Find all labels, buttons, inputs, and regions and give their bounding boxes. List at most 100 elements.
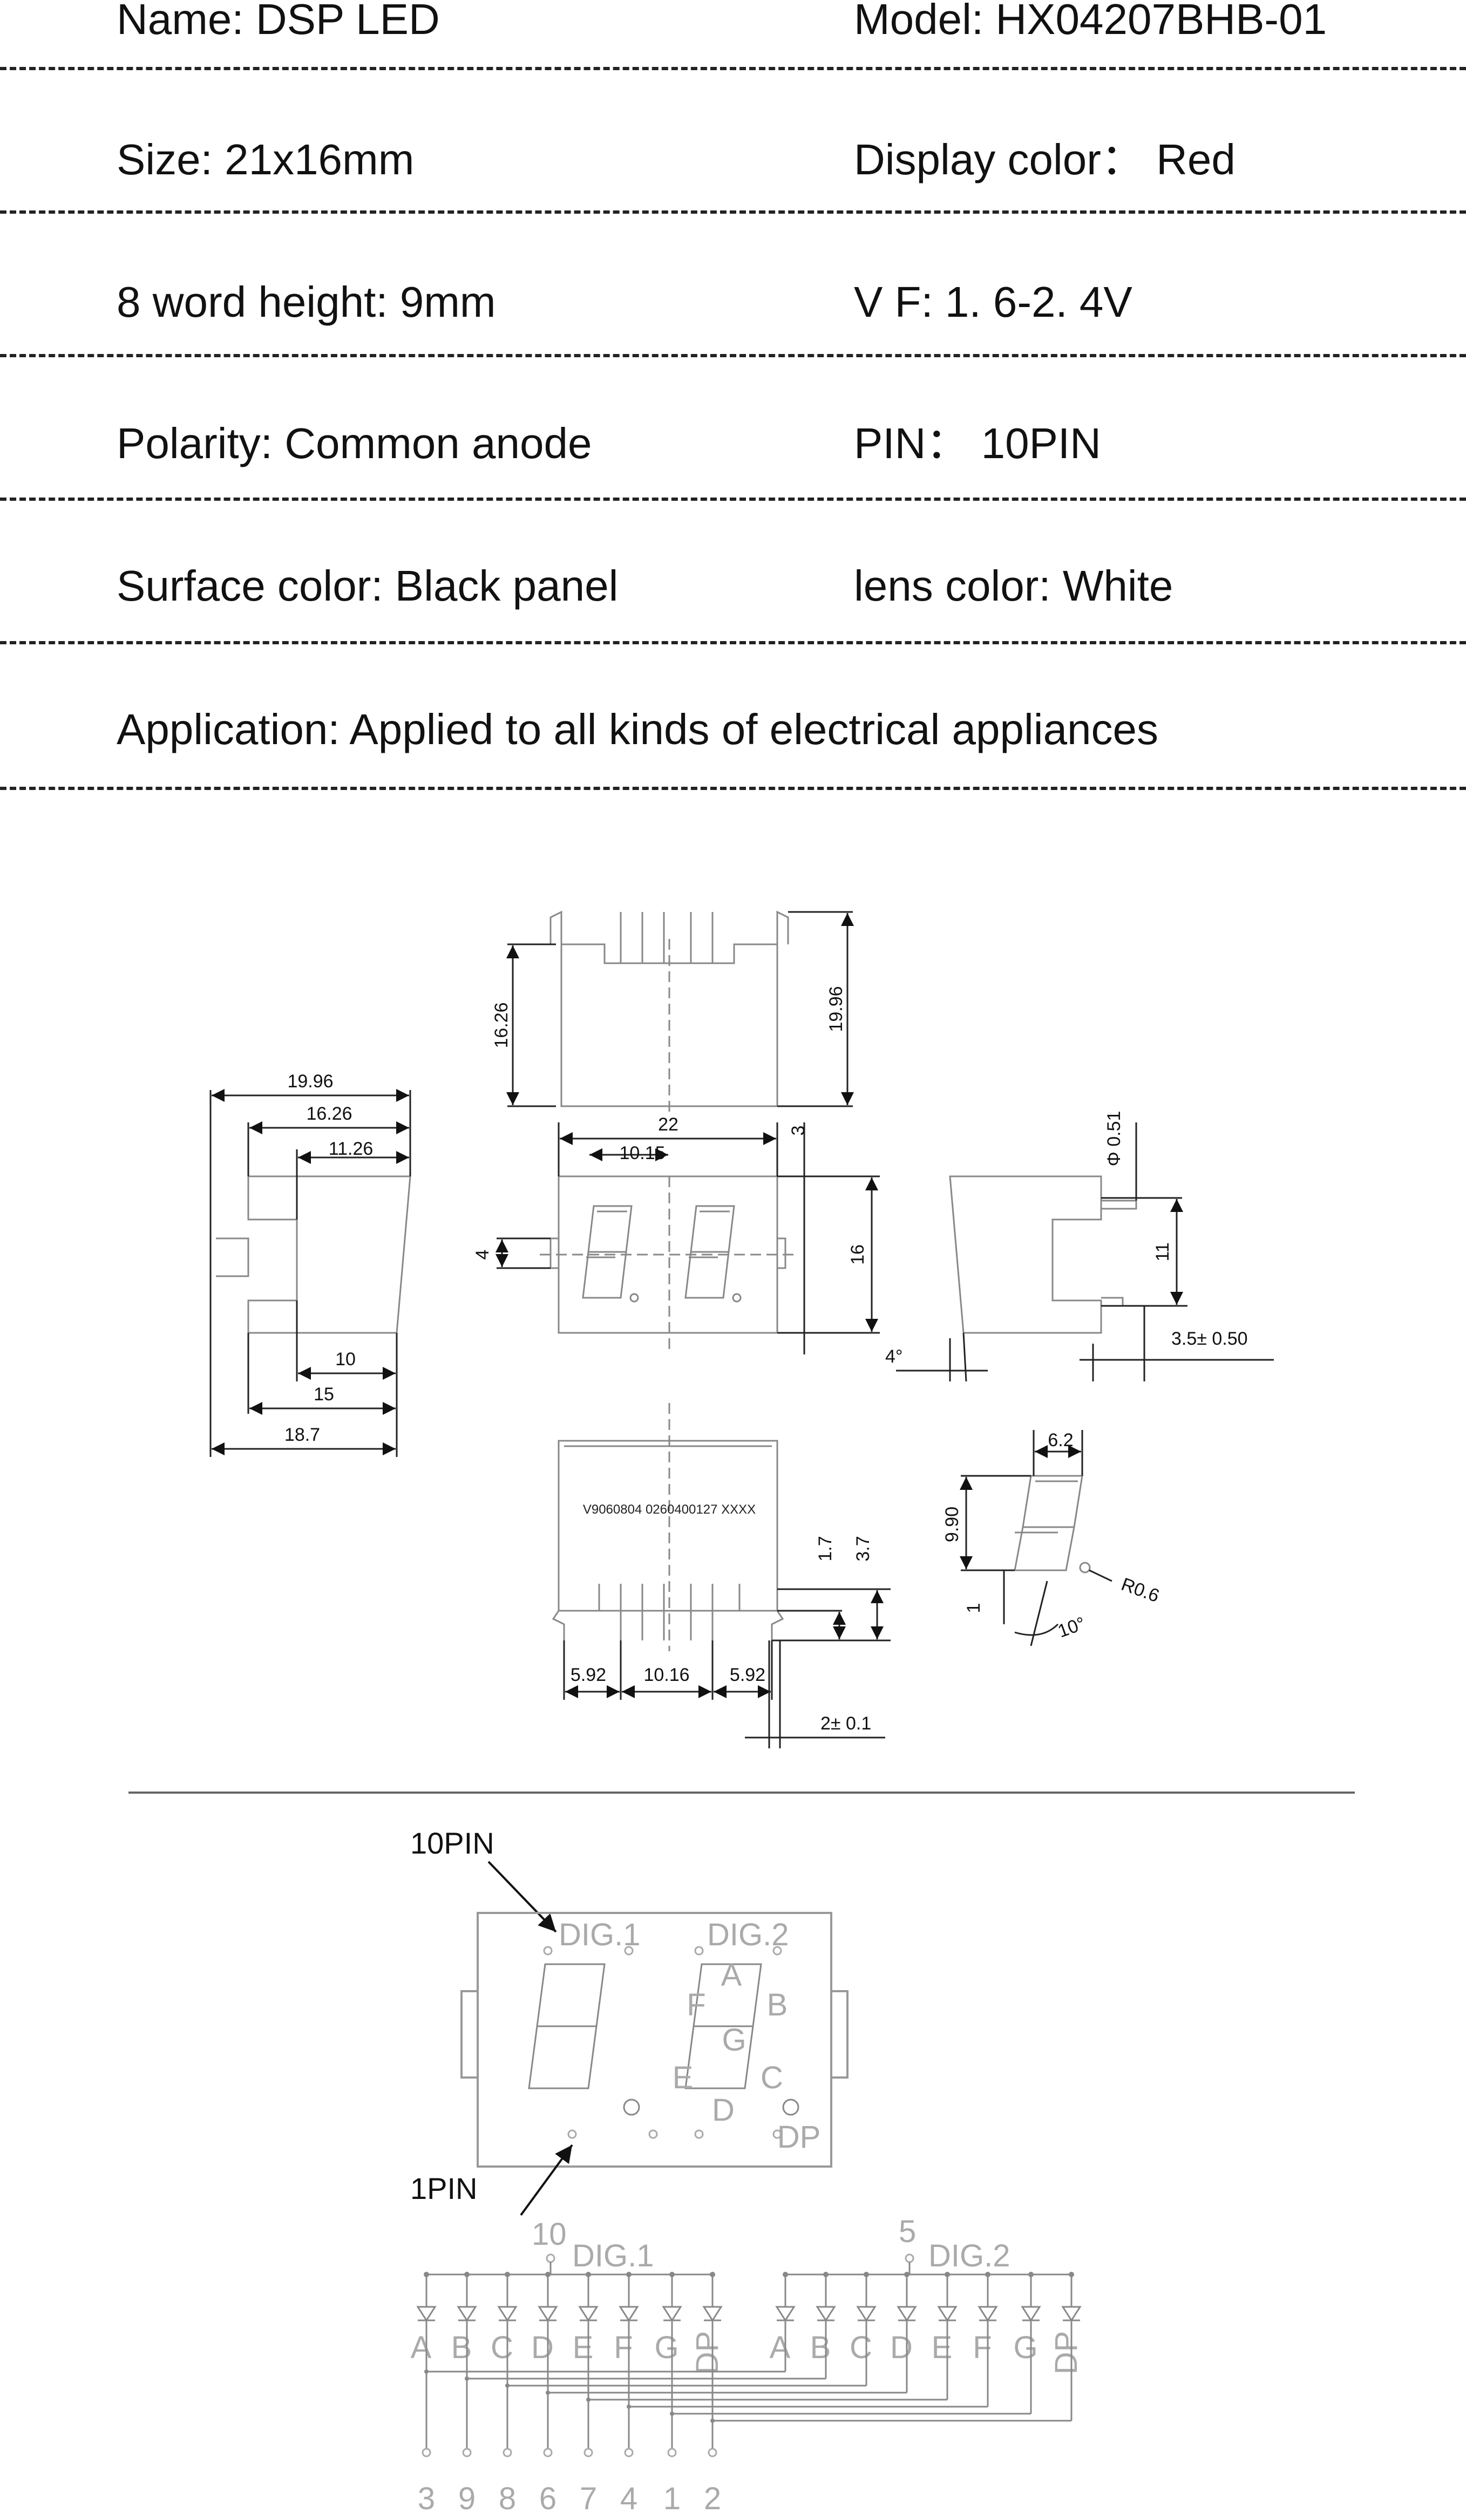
segment-label: D bbox=[531, 2330, 554, 2365]
spec-name: Name: DSP LED bbox=[117, 0, 440, 43]
diode-dig1-5 bbox=[619, 2306, 639, 2322]
spec-display-color: Display color： Red bbox=[854, 135, 1236, 183]
seg-g-label: G bbox=[722, 2022, 746, 2058]
dim-angle-4: 4° bbox=[885, 1346, 903, 1367]
spec-row-surface: Surface color: Black panel lens color: W… bbox=[0, 564, 1466, 707]
dim-right-phi: Φ 0.51 bbox=[1104, 1111, 1124, 1167]
dim-top-16-26: 16.26 bbox=[491, 1002, 512, 1048]
dim-bottom-5-92-left: 5.92 bbox=[571, 1665, 606, 1685]
dim-side-11-26: 11.26 bbox=[329, 1139, 374, 1159]
dim-bottom-2: 2± 0.1 bbox=[820, 1713, 871, 1734]
segment-label: G bbox=[654, 2330, 678, 2365]
diode-dig1-2 bbox=[497, 2306, 518, 2322]
spec-lens-color: lens color: White bbox=[854, 562, 1173, 610]
com1-pin: 10 bbox=[532, 2217, 567, 2252]
diode-dig2-7 bbox=[1061, 2306, 1082, 2322]
diode-dig2-6 bbox=[1021, 2306, 1041, 2322]
spec-vf: V F: 1. 6-2. 4V bbox=[854, 278, 1132, 326]
bottom-pin-label: 6 bbox=[539, 2481, 556, 2516]
bottom-pin-label: 8 bbox=[499, 2481, 516, 2516]
seg-dp-label: DP bbox=[777, 2120, 821, 2155]
segment-label: B bbox=[810, 2330, 831, 2365]
digit-detail: 6.2 9.90 1 R0.6 10° bbox=[942, 1430, 1162, 1646]
bottom-pin-label: 2 bbox=[704, 2481, 721, 2516]
dim-side-16-26: 16.26 bbox=[306, 1104, 352, 1124]
com2-label: DIG.2 bbox=[928, 2238, 1010, 2273]
dim-side-19-96: 19.96 bbox=[287, 1071, 333, 1092]
bottom-pin-label: 4 bbox=[620, 2481, 637, 2516]
bottom-pin-label: 3 bbox=[418, 2481, 435, 2516]
bottom-pin-label: 7 bbox=[580, 2481, 597, 2516]
spec-polarity: Polarity: Common anode bbox=[117, 419, 592, 467]
dim-bottom-3-7: 3.7 bbox=[853, 1536, 873, 1561]
segment-label: E bbox=[932, 2330, 953, 2365]
com2-pin: 5 bbox=[899, 2214, 916, 2249]
seg-c-label: C bbox=[761, 2060, 783, 2095]
spec-application: Application: Applied to all kinds of ele… bbox=[117, 705, 1159, 753]
front-digit-2 bbox=[684, 1205, 742, 1303]
segment-label: DP bbox=[1049, 2331, 1084, 2375]
diode-dig1-7 bbox=[702, 2306, 723, 2322]
dim-front-4: 4 bbox=[472, 1250, 493, 1260]
spec-row-height: 8 word height: 9mm V F: 1. 6-2. 4V bbox=[0, 281, 1466, 423]
bottom-pin-label: 1 bbox=[663, 2481, 681, 2516]
bottom-label: V9060804 0260400127 XXXX bbox=[583, 1502, 756, 1517]
diode-array bbox=[416, 2272, 1082, 2322]
spec-size: Size: 21x16mm bbox=[117, 135, 415, 183]
seg-d-label: D bbox=[712, 2093, 735, 2128]
dim-top-19-96: 19.96 bbox=[826, 986, 846, 1032]
pinout-view: 10PIN DIG.1 DIG.2 A B F G E C D DP 1PIN bbox=[410, 1826, 849, 2216]
bottom-pin-label: 9 bbox=[458, 2481, 476, 2516]
divider bbox=[0, 787, 1466, 790]
diode-dig1-3 bbox=[538, 2306, 558, 2322]
segment-label: D bbox=[890, 2330, 913, 2365]
left-side-view: 19.96 16.26 11.26 10 15 18.7 bbox=[209, 1071, 411, 1457]
divider bbox=[0, 641, 1466, 644]
com1-label: DIG.1 bbox=[572, 2238, 654, 2273]
spec-surface-color: Surface color: Black panel bbox=[117, 562, 619, 610]
dim-front-22: 22 bbox=[658, 1114, 678, 1135]
dim-side-15: 15 bbox=[314, 1384, 334, 1405]
dim-digit-10-deg: 10° bbox=[1055, 1613, 1088, 1642]
diode-dig2-0 bbox=[775, 2306, 796, 2322]
spec-row-application: Application: Applied to all kinds of ele… bbox=[0, 708, 1466, 850]
spec-row-polarity: Polarity: Common anode PIN： 10PIN bbox=[0, 422, 1466, 564]
dim-bottom-1-7: 1.7 bbox=[815, 1536, 836, 1561]
segment-label: F bbox=[614, 2330, 633, 2365]
diode-dig1-0 bbox=[416, 2306, 437, 2322]
dim-right-35: 3.5± 0.50 bbox=[1171, 1329, 1248, 1349]
diode-dig1-4 bbox=[578, 2306, 599, 2322]
seg-a-label: A bbox=[721, 1958, 742, 1993]
divider bbox=[0, 354, 1466, 357]
dim-front-10-15: 10.15 bbox=[619, 1143, 665, 1163]
diode-dig2-2 bbox=[856, 2306, 877, 2322]
spec-pin: PIN： 10PIN bbox=[854, 419, 1101, 467]
dim-side-10: 10 bbox=[335, 1349, 356, 1370]
pinout-dig2: DIG.2 bbox=[707, 1917, 789, 1952]
right-side-view: 11 Φ 0.51 3.5± 0.50 4° bbox=[885, 1111, 1274, 1382]
dim-digit-9-90: 9.90 bbox=[942, 1507, 962, 1542]
spec-model: Model: HX04207BHB-01 bbox=[854, 0, 1327, 43]
seg-e-label: E bbox=[673, 2060, 694, 2095]
spec-row-size: Size: 21x16mm Display color： Red bbox=[0, 138, 1466, 281]
dim-right-11: 11 bbox=[1152, 1242, 1173, 1261]
dim-digit-1: 1 bbox=[963, 1603, 984, 1613]
pinout-digit-2 bbox=[684, 1963, 799, 2116]
dim-front-3: 3 bbox=[788, 1126, 809, 1136]
segment-label: A bbox=[770, 2330, 791, 2365]
divider bbox=[0, 67, 1466, 70]
dim-front-16: 16 bbox=[847, 1244, 868, 1265]
segment-label: C bbox=[491, 2330, 513, 2365]
bottom-view: V9060804 0260400127 XXXX 1.7 3.7 5.92 10… bbox=[552, 1403, 891, 1748]
dim-digit-6-2: 6.2 bbox=[1048, 1430, 1073, 1450]
diode-dig2-3 bbox=[897, 2306, 917, 2322]
divider bbox=[0, 210, 1466, 214]
segment-label: C bbox=[850, 2330, 872, 2365]
front-digit-1 bbox=[582, 1205, 639, 1303]
spec-row-name: Name: DSP LED Model: HX04207BHB-01 bbox=[0, 0, 1466, 140]
spec-word-height: 8 word height: 9mm bbox=[117, 278, 496, 326]
pinout-digit-1 bbox=[528, 1963, 640, 2116]
dim-digit-r0-6: R0.6 bbox=[1118, 1574, 1162, 1606]
seg-f-label: F bbox=[687, 1987, 705, 2022]
diode-dig1-6 bbox=[662, 2306, 682, 2322]
